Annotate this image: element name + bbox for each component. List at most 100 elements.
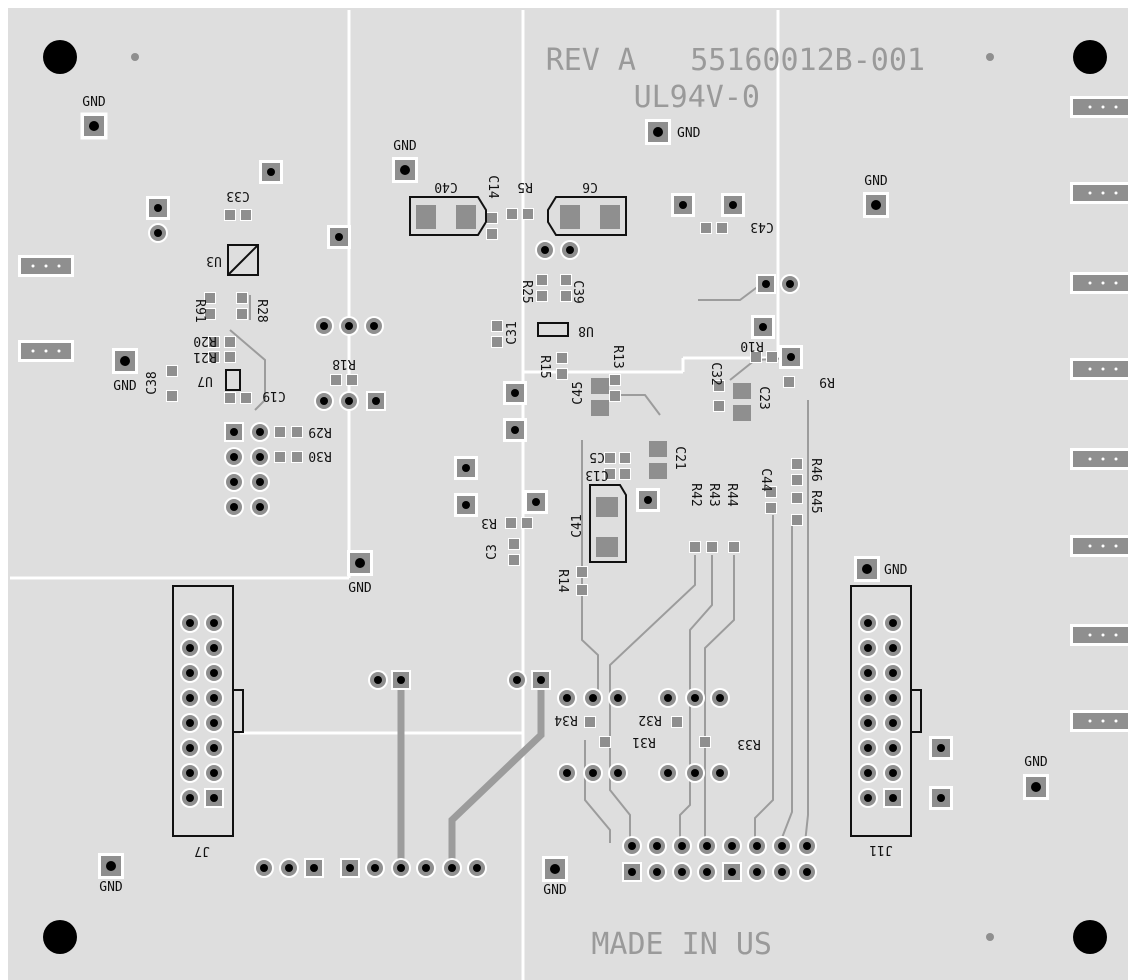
thru-hole-pad bbox=[883, 763, 903, 783]
edge-connector-right bbox=[1070, 624, 1128, 646]
edge-connector-left bbox=[18, 255, 74, 277]
flammability-label: UL94V-0 bbox=[634, 80, 760, 115]
thru-hole-pad-square bbox=[531, 670, 551, 690]
smd-pad bbox=[491, 320, 503, 332]
bottom-pin-rows bbox=[254, 836, 817, 882]
thru-hole-pad bbox=[250, 497, 270, 517]
thru-hole-pad bbox=[647, 862, 667, 882]
thru-hole-pad bbox=[557, 688, 577, 708]
smd-pad bbox=[274, 451, 286, 463]
c45-label: C45 bbox=[571, 381, 586, 404]
j7-label: J7 bbox=[194, 843, 210, 858]
gnd-label: GND bbox=[113, 379, 137, 394]
thru-hole-pad bbox=[583, 688, 603, 708]
thru-hole-pad bbox=[858, 663, 878, 683]
c32-label: C32 bbox=[708, 362, 723, 385]
r44-label: R44 bbox=[724, 483, 739, 507]
thru-hole-pad bbox=[339, 316, 359, 336]
thru-hole-pad bbox=[608, 688, 628, 708]
thru-hole-pad-square bbox=[224, 422, 244, 442]
smd-pad bbox=[791, 492, 803, 504]
smd-pad bbox=[204, 308, 216, 320]
gnd-pad: GND bbox=[392, 139, 418, 183]
c43-label: C43 bbox=[750, 219, 773, 234]
smd-pad bbox=[791, 474, 803, 486]
edge-connector-right bbox=[1070, 710, 1128, 732]
thru-hole-pad bbox=[797, 836, 817, 856]
smd-pad bbox=[236, 308, 248, 320]
c40-outline bbox=[409, 196, 487, 236]
smd-pad bbox=[208, 351, 220, 363]
c5-label: C5 bbox=[589, 449, 605, 464]
u7-label: U7 bbox=[197, 373, 213, 388]
thru-hole-pad bbox=[416, 858, 436, 878]
thru-hole-pad bbox=[180, 763, 200, 783]
smd-pad bbox=[689, 541, 701, 553]
thru-hole-pad bbox=[883, 713, 903, 733]
thru-hole-pad-square bbox=[391, 670, 411, 690]
smd-pad bbox=[706, 541, 718, 553]
thru-hole-pad bbox=[858, 763, 878, 783]
smd-pad bbox=[486, 212, 498, 224]
part-number-label: 55160012B-001 bbox=[690, 43, 925, 78]
thru-hole-pad bbox=[710, 688, 730, 708]
gnd-pad: GND bbox=[1023, 755, 1049, 800]
smd-pad bbox=[765, 502, 777, 514]
thru-hole-pad bbox=[672, 836, 692, 856]
thru-hole-pad-square bbox=[304, 858, 324, 878]
thru-hole-pad bbox=[148, 223, 168, 243]
designator-labels: C33 U3 R91 R28 R20 R21 U7 C38 C19 R29 R3… bbox=[145, 175, 835, 751]
gnd-label: GND bbox=[1024, 755, 1048, 770]
r25-label: R25 bbox=[519, 280, 534, 303]
thru-hole-pad bbox=[858, 688, 878, 708]
fab-text: 55160012B-001 REV A UL94V-0 MADE IN US bbox=[546, 43, 925, 962]
thru-hole-pad-square bbox=[622, 862, 642, 882]
smd-pad bbox=[699, 736, 711, 748]
edge-connector-right bbox=[1070, 448, 1128, 470]
r20-label: R20 bbox=[193, 333, 216, 348]
smd-pad bbox=[521, 517, 533, 529]
fiducial bbox=[986, 53, 994, 61]
edge-connector-right bbox=[1070, 535, 1128, 557]
smd-pad bbox=[486, 228, 498, 240]
thru-hole-pads bbox=[148, 223, 800, 783]
board-outline bbox=[8, 8, 1128, 980]
thru-hole-pad bbox=[560, 240, 580, 260]
r30-label: R30 bbox=[308, 448, 331, 463]
gnd-test-points: GND GND GND GND GND GND GND GND bbox=[80, 95, 1049, 898]
smd-pad bbox=[716, 222, 728, 234]
smd-pad bbox=[508, 554, 520, 566]
u3-label: U3 bbox=[206, 253, 222, 268]
c6-outline bbox=[547, 196, 627, 236]
thru-hole-pad bbox=[368, 670, 388, 690]
c33-label: C33 bbox=[226, 188, 249, 203]
r15-label: R15 bbox=[537, 355, 552, 378]
r33-label: R33 bbox=[737, 736, 760, 751]
smd-pad bbox=[556, 368, 568, 380]
thru-hole-pad bbox=[250, 447, 270, 467]
thru-hole-pad bbox=[797, 862, 817, 882]
smd-pad bbox=[713, 400, 725, 412]
thru-hole-pad bbox=[254, 858, 274, 878]
thru-hole-pad bbox=[204, 763, 224, 783]
smd-pad bbox=[330, 374, 342, 386]
edge-connectors bbox=[18, 96, 1128, 732]
gnd-pad: GND bbox=[854, 556, 908, 582]
revision-label: REV A bbox=[546, 43, 636, 78]
thru-hole-pad bbox=[747, 862, 767, 882]
edge-connector-right bbox=[1070, 272, 1128, 294]
c31-label: C31 bbox=[505, 321, 520, 344]
gnd-label: GND bbox=[677, 126, 701, 141]
u3-outline bbox=[227, 244, 259, 276]
edge-connector-right bbox=[1070, 358, 1128, 380]
smd-pad bbox=[560, 274, 572, 286]
c23-label: C23 bbox=[756, 386, 771, 409]
mounting-hole bbox=[43, 920, 77, 954]
gnd-label: GND bbox=[99, 880, 123, 895]
smd-pad bbox=[619, 468, 631, 480]
smd-pad bbox=[728, 541, 740, 553]
thru-hole-pad bbox=[204, 713, 224, 733]
thru-hole-pad bbox=[204, 638, 224, 658]
thru-hole-pad bbox=[658, 763, 678, 783]
